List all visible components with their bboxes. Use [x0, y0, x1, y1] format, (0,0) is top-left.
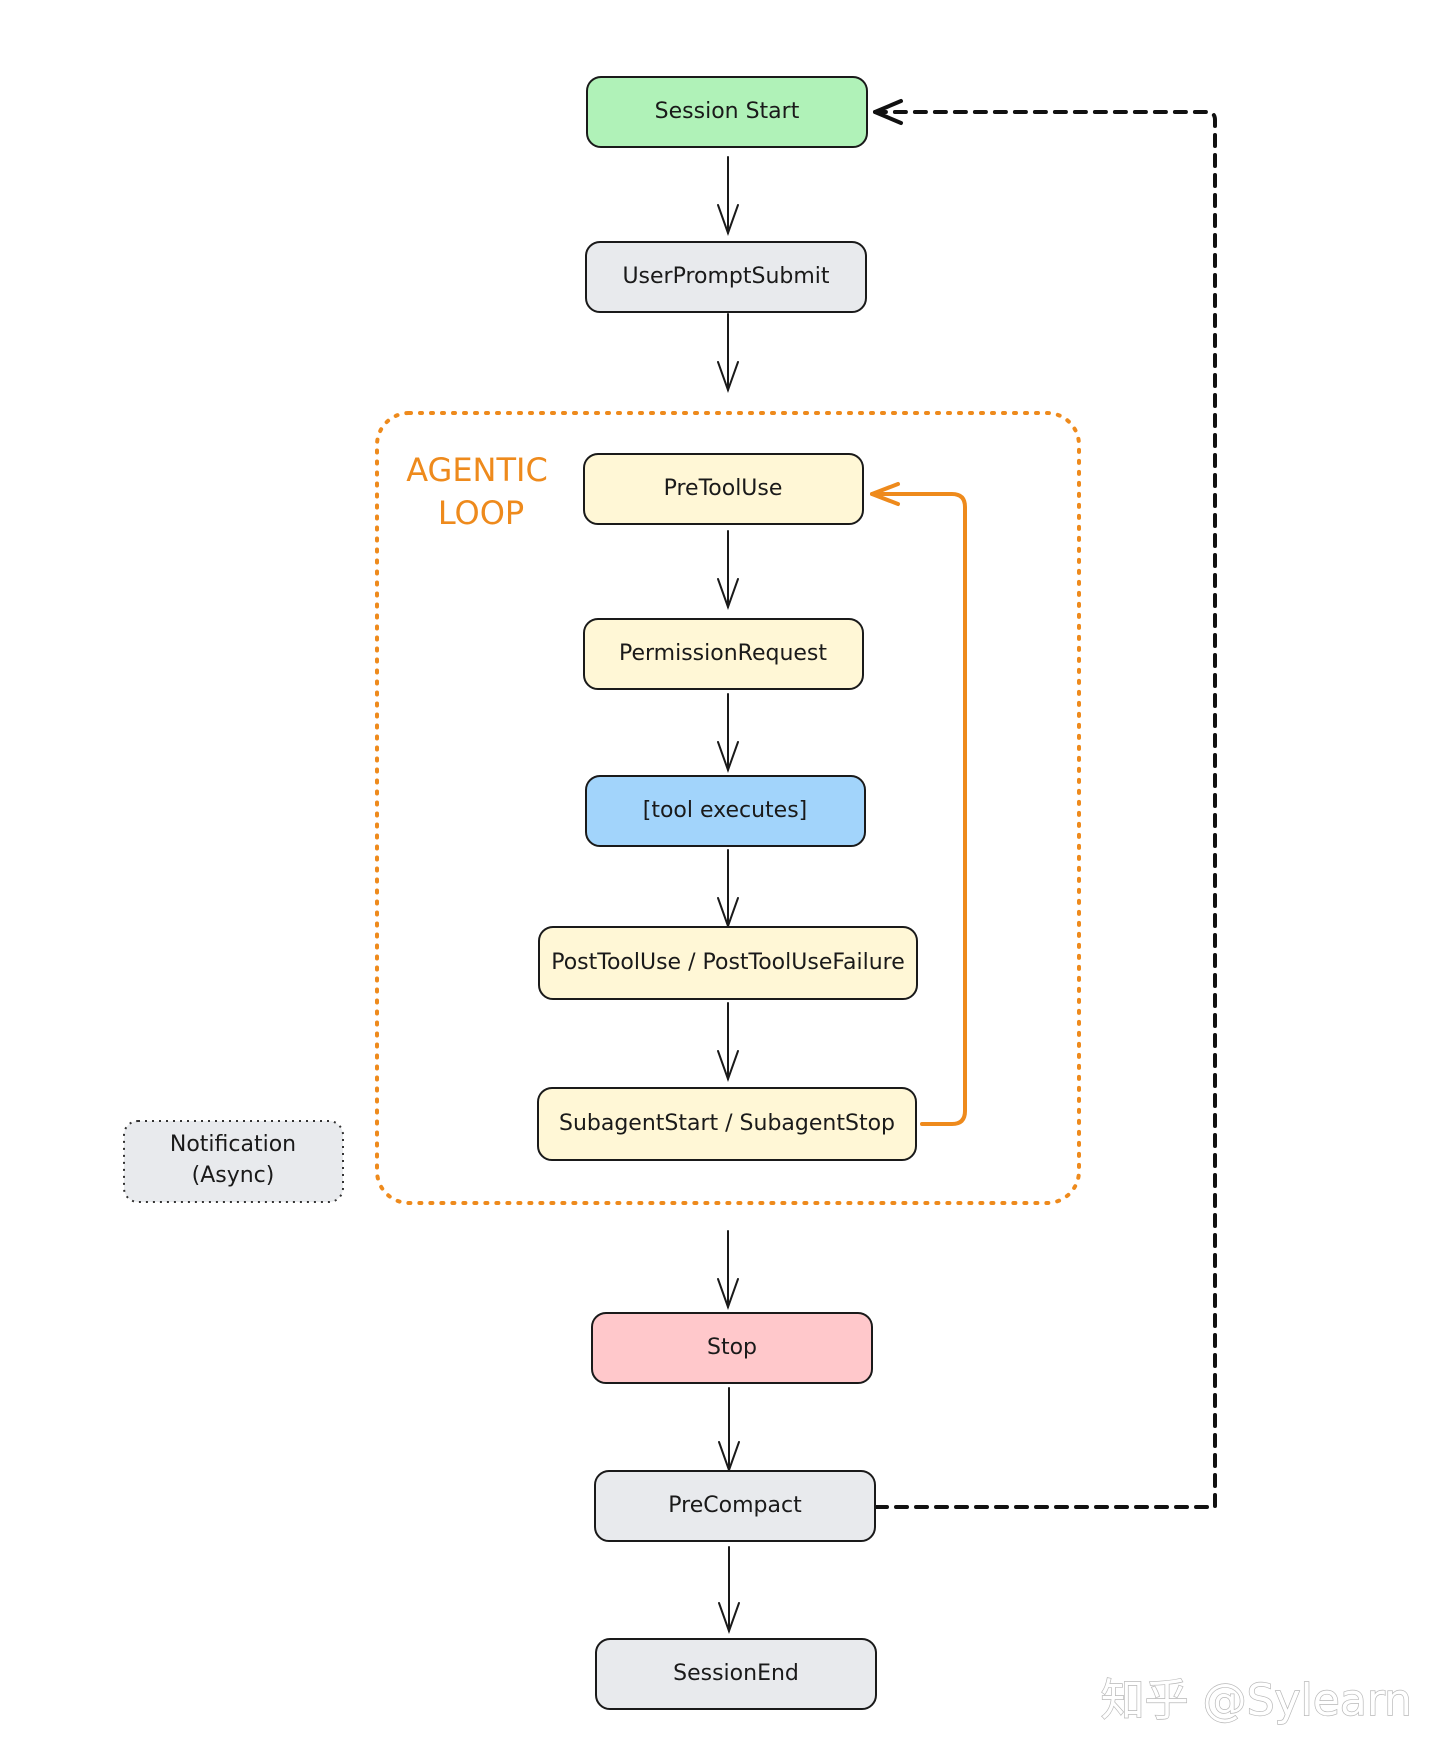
- pre-compact-node: PreCompact: [594, 1470, 876, 1542]
- subagent-node: SubagentStart / SubagentStop: [537, 1087, 917, 1161]
- arrow-pre-tool-use-to-permission: [717, 530, 739, 610]
- arrow-pre-compact-to-session-end: [718, 1546, 740, 1634]
- session-end-label: SessionEnd: [673, 1661, 799, 1686]
- arrow-post-tool-use-to-subagent: [717, 1002, 739, 1082]
- arrow-user-prompt-to-pre-tool-use: [717, 313, 739, 393]
- arrow-permission-to-tool-executes: [717, 693, 739, 773]
- agentic-loop-container: [375, 411, 1081, 1205]
- session-end-node: SessionEnd: [595, 1638, 877, 1710]
- tool-executes-node: [tool executes]: [585, 775, 866, 847]
- stop-node: Stop: [591, 1312, 873, 1384]
- watermark: 知乎 @Sylearn: [1101, 1675, 1412, 1726]
- pre-tool-use-node: PreToolUse: [583, 453, 864, 525]
- notification-node: Notification (Async): [123, 1120, 344, 1203]
- notification-label-line2: (Async): [192, 1163, 275, 1188]
- post-tool-use-label: PostToolUse / PostToolUseFailure: [551, 950, 905, 975]
- pre-compact-label: PreCompact: [668, 1493, 802, 1518]
- pre-tool-use-label: PreToolUse: [664, 476, 783, 501]
- permission-request-label: PermissionRequest: [619, 641, 827, 666]
- session-start-label: Session Start: [655, 99, 800, 124]
- session-start-node: Session Start: [586, 76, 868, 148]
- arrow-stop-to-pre-compact: [718, 1387, 740, 1473]
- user-prompt-submit-label: UserPromptSubmit: [622, 264, 829, 289]
- flow-arrows: [717, 156, 740, 1634]
- subagent-label: SubagentStart / SubagentStop: [559, 1111, 895, 1136]
- notification-label-line1: Notification: [170, 1132, 296, 1157]
- user-prompt-submit-node: UserPromptSubmit: [585, 241, 867, 313]
- stop-label: Stop: [707, 1335, 757, 1360]
- post-tool-use-node: PostToolUse / PostToolUseFailure: [538, 926, 918, 1000]
- permission-request-node: PermissionRequest: [583, 618, 864, 690]
- agentic-loop-label-line1: AGENTIC: [406, 451, 548, 489]
- arrow-loop-to-stop: [717, 1230, 739, 1310]
- loop-back-arrow: [870, 482, 967, 1126]
- tool-executes-label: [tool executes]: [643, 798, 808, 823]
- agentic-loop-label-line2: LOOP: [438, 494, 524, 532]
- arrow-session-start-to-user-prompt: [717, 156, 739, 236]
- compact-restart-arrow: [873, 99, 1217, 1509]
- arrow-tool-executes-to-post-tool-use: [717, 849, 739, 929]
